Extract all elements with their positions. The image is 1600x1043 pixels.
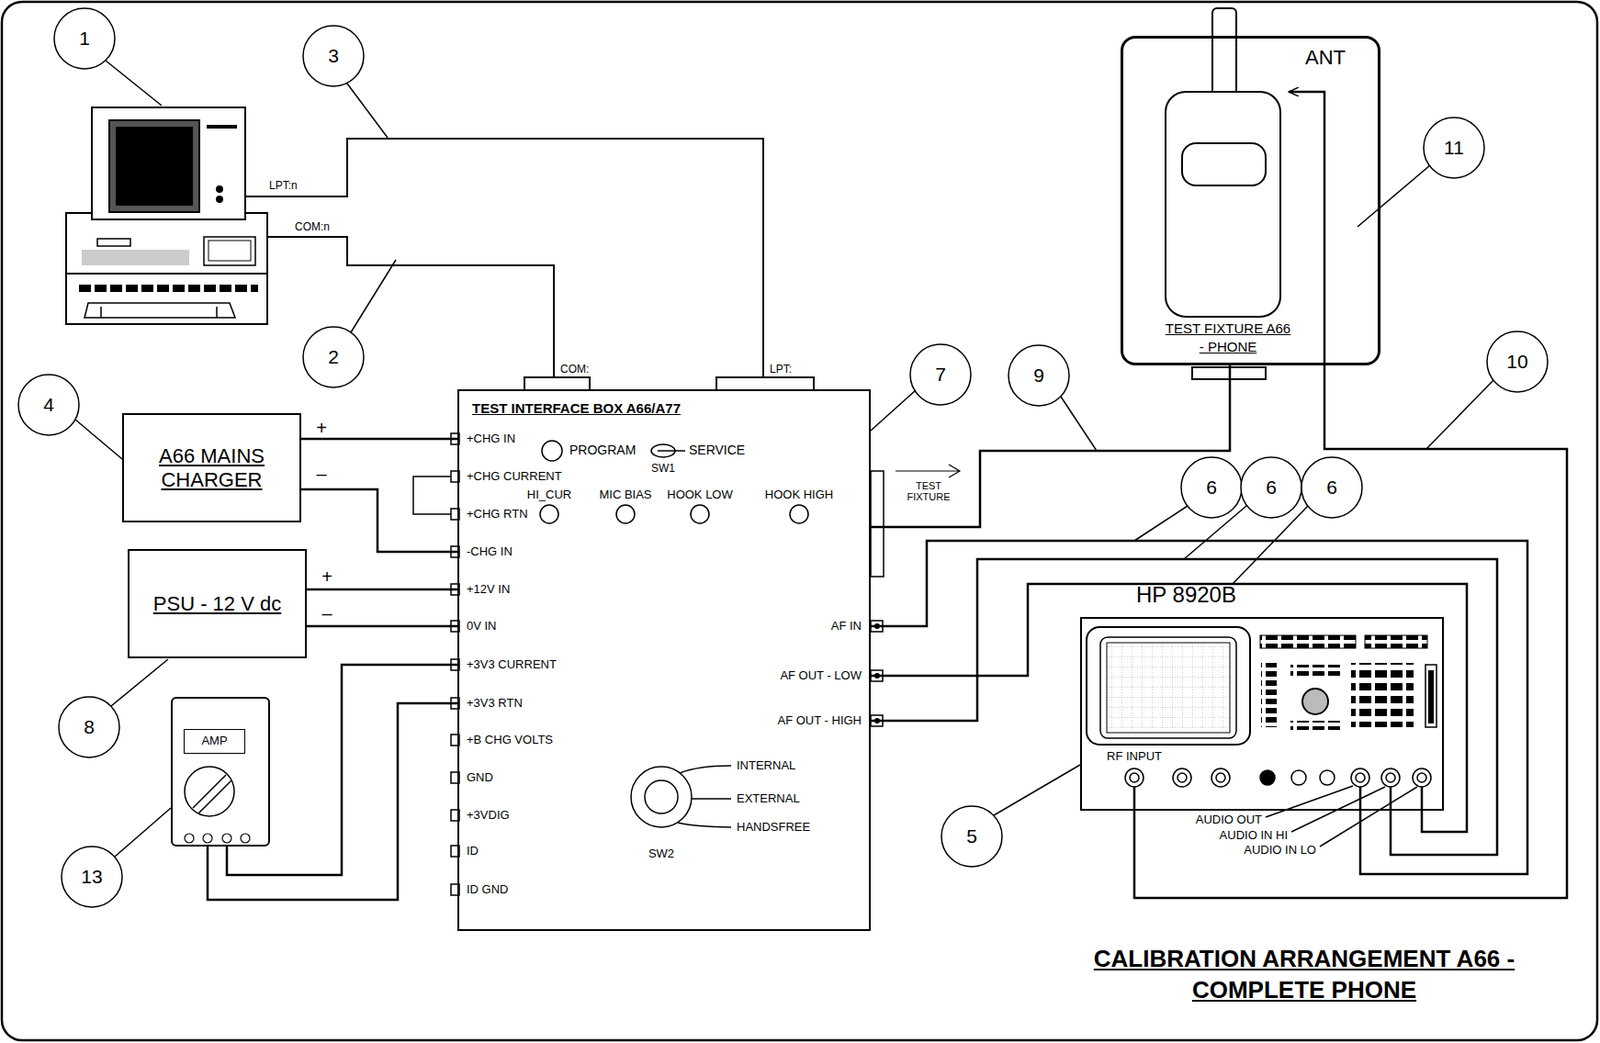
- signal-label: ID: [466, 845, 479, 858]
- signal-label: AUDIO IN LO: [1243, 844, 1317, 857]
- signal-label: PROGRAM: [569, 443, 636, 458]
- signal-label: +CHG RTN: [466, 507, 529, 521]
- signal-label: –: [321, 603, 332, 624]
- signal-label: HANDSFREE: [736, 821, 811, 834]
- signal-label: EXTERNAL: [736, 792, 800, 806]
- signal-label: RF INPUT: [1106, 750, 1162, 764]
- cable: [306, 588, 458, 592]
- signal-label: +: [315, 417, 327, 439]
- callout-number: 11: [1443, 136, 1465, 158]
- signal-label: +3VDIG: [466, 809, 510, 823]
- signal-label: -CHG IN: [466, 545, 513, 559]
- node-text: HP 8920B: [1136, 582, 1237, 609]
- callout-number: 2: [327, 346, 339, 368]
- callout-number: 1: [78, 27, 91, 49]
- signal-label: HOOK HIGH: [765, 488, 834, 502]
- node-text: AMP: [183, 729, 246, 755]
- test-set: HP 8920B: [1080, 617, 1444, 812]
- signal-label: GND: [466, 771, 494, 785]
- signal-label: +B CHG VOLTS: [466, 733, 553, 747]
- signal-label: AF OUT - LOW: [779, 669, 862, 683]
- signal-label: –: [315, 463, 327, 485]
- callout-number: 3: [327, 45, 339, 67]
- cable: [301, 489, 458, 553]
- node-text: A66 MAINS CHARGER: [143, 444, 282, 492]
- callout-number: 5: [966, 825, 978, 847]
- signal-label: AF IN: [831, 619, 862, 633]
- cable: [1134, 91, 1567, 899]
- signal-label: COM:: [560, 363, 589, 376]
- signal-label: MIC BIAS: [598, 488, 652, 502]
- signal-label: +12V IN: [466, 583, 510, 597]
- signal-label: HOOK LOW: [666, 488, 733, 502]
- signal-label: LPT:n: [269, 180, 298, 192]
- cable: [870, 365, 1230, 528]
- signal-label: HI_CUR: [527, 488, 572, 502]
- node-text: TEST FIXTURE A66 - PHONE: [1163, 319, 1293, 356]
- callout-number: 4: [43, 394, 55, 416]
- node-text: PSU - 12 V dc: [153, 592, 282, 617]
- signal-label: SERVICE: [688, 443, 745, 458]
- psu-box: PSU - 12 V dc: [127, 549, 307, 659]
- cable: [870, 584, 1467, 833]
- signal-label: 0V IN: [466, 619, 497, 633]
- callout-number: 6: [1326, 476, 1338, 498]
- signal-label: AUDIO OUT: [1195, 813, 1262, 827]
- signal-label: +: [321, 566, 333, 587]
- callout-number: 10: [1506, 350, 1528, 372]
- signal-label: AUDIO IN HI: [1219, 829, 1288, 843]
- signal-label: SW2: [648, 847, 675, 861]
- signal-label: SW1: [651, 462, 676, 475]
- signal-label: ANT: [1305, 46, 1346, 69]
- callout-number: 9: [1033, 364, 1045, 386]
- diagram-title: CALIBRATION ARRANGEMENT A66 - COMPLETE P…: [1079, 944, 1530, 1007]
- callout-number: 13: [80, 866, 102, 888]
- signal-label: +CHG CURRENT: [466, 470, 563, 484]
- signal-label: TEST FIXTURE: [900, 480, 958, 503]
- signal-label: +3V3 RTN: [466, 697, 523, 710]
- callout-number: 8: [83, 716, 95, 738]
- signal-label: +3V3 CURRENT: [466, 658, 557, 672]
- callout-number: 7: [935, 363, 947, 385]
- signal-label: +CHG IN: [466, 432, 516, 446]
- ammeter: AMP: [170, 697, 271, 847]
- signal-label: ID GND: [466, 883, 509, 897]
- cable: [306, 625, 458, 629]
- callout-number: 6: [1205, 476, 1217, 498]
- signal-label: AF OUT - HIGH: [777, 714, 862, 728]
- signal-label: LPT:: [769, 363, 792, 376]
- cable: [870, 540, 1528, 875]
- signal-label: INTERNAL: [736, 759, 796, 773]
- callout-number: 6: [1265, 476, 1277, 498]
- signal-label: COM:n: [294, 221, 330, 234]
- cable: [301, 438, 458, 441]
- cable: [870, 559, 1498, 856]
- charger-box: A66 MAINS CHARGER: [122, 413, 302, 523]
- node-text: TEST INTERFACE BOX A66/A77: [472, 400, 681, 417]
- test-fixture: TEST FIXTURE A66 - PHONE: [1120, 35, 1381, 366]
